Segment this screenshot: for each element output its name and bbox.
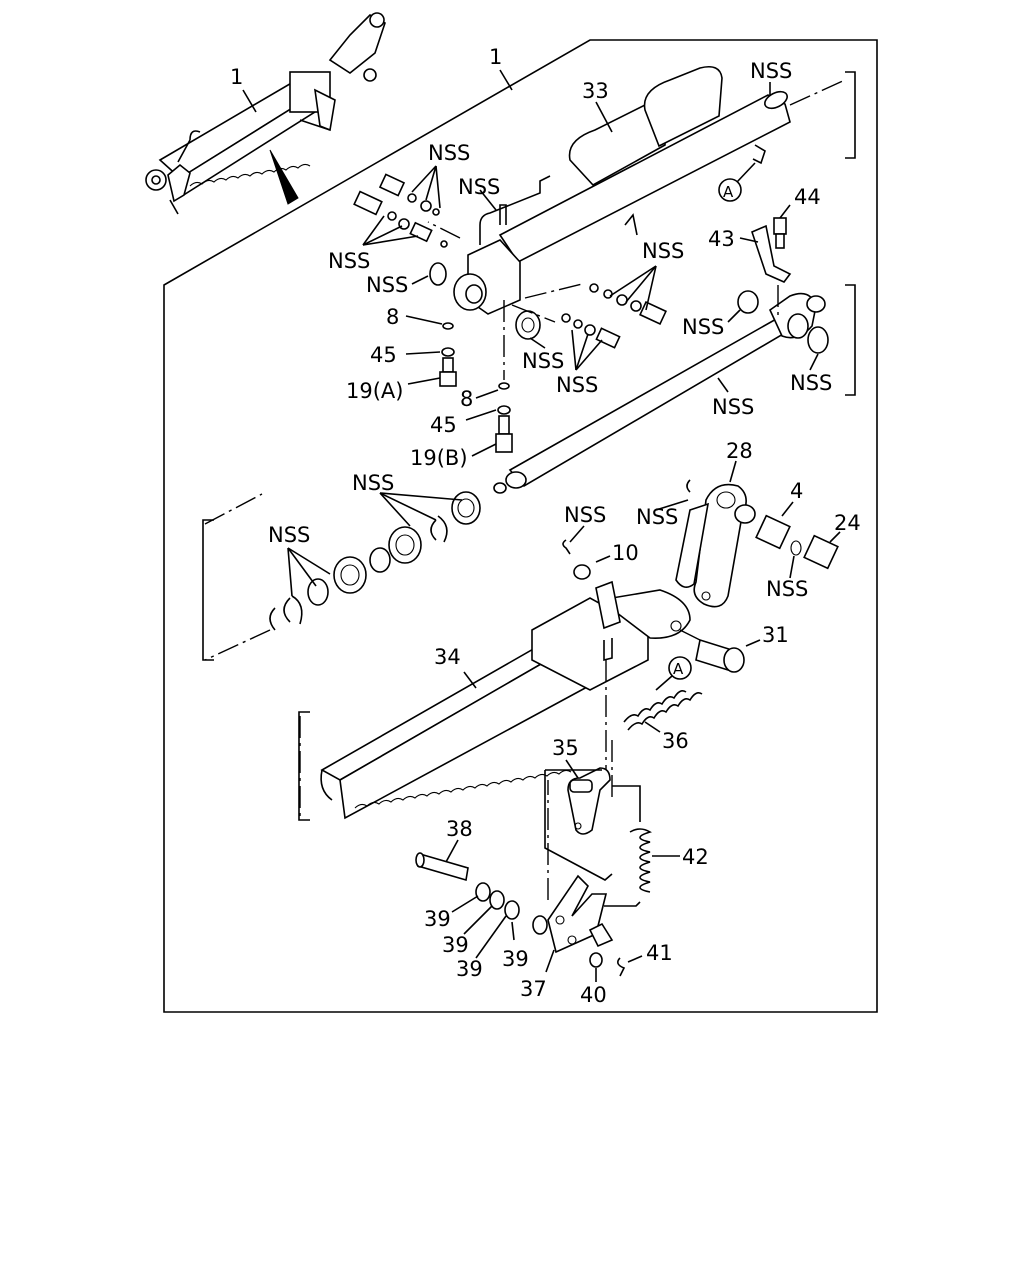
bracket-housing [427, 175, 551, 340]
label-34: 34 [434, 645, 461, 669]
label-28: 28 [726, 439, 753, 463]
label-10: 10 [612, 541, 639, 565]
spring-42 [612, 785, 652, 893]
label-nss-f: NSS [522, 349, 564, 373]
label-44: 44 [794, 185, 821, 209]
bushing-set [202, 491, 481, 661]
label-nss-c: NSS [328, 249, 370, 273]
label-nss-o: NSS [564, 503, 606, 527]
label-4: 4 [790, 479, 803, 503]
channel-frame-34 [298, 580, 691, 821]
bracket-43 [751, 217, 792, 318]
label-19b: 19(B) [410, 446, 468, 470]
label-36: 36 [662, 729, 689, 753]
label-37: 37 [520, 977, 547, 1001]
label-39-b: 39 [442, 933, 469, 957]
lever-28 [675, 479, 839, 608]
label-42: 42 [682, 845, 709, 869]
label-38: 38 [446, 817, 473, 841]
spring-36 [623, 690, 703, 731]
screw-set-left [353, 173, 448, 248]
label-nss-j: NSS [712, 395, 754, 419]
exploded-view-frame [163, 39, 878, 1013]
label-nss-i: NSS [790, 371, 832, 395]
label-8-upper: 8 [386, 305, 399, 329]
thumbnail-assembly [145, 12, 386, 215]
washers-39 [475, 882, 548, 935]
reference-callout-a [718, 162, 756, 202]
label-nss-h: NSS [682, 315, 724, 339]
pawl-assembly-37 [547, 780, 641, 968]
cover-part-33 [568, 65, 723, 187]
label-45-lower: 45 [430, 413, 457, 437]
label-1-thumbnail: 1 [230, 65, 243, 89]
label-nss-k: NSS [352, 471, 394, 495]
label-nss-top: NSS [750, 59, 792, 83]
lower-shaft [493, 284, 856, 494]
label-nss-g: NSS [556, 373, 598, 397]
label-nss-a: NSS [428, 141, 470, 165]
label-45-upper: 45 [370, 343, 397, 367]
label-8-lower: 8 [460, 387, 473, 411]
reference-callout-a-lower [655, 656, 692, 691]
bolt-19b [495, 300, 513, 453]
label-nss-n: NSS [766, 577, 808, 601]
label-35: 35 [552, 736, 579, 760]
label-33: 33 [582, 79, 609, 103]
latch-35 [544, 767, 613, 881]
label-nss-d: NSS [366, 273, 408, 297]
label-24: 24 [834, 511, 861, 535]
washer-10 [562, 539, 591, 580]
label-31: 31 [762, 623, 789, 647]
label-19a: 19(A) [346, 379, 403, 403]
pointer-wedge [269, 149, 299, 205]
label-41: 41 [646, 941, 673, 965]
label-nss-b: NSS [458, 175, 500, 199]
label-43: 43 [708, 227, 735, 251]
label-nss-e: NSS [642, 239, 684, 263]
label-1-frame: 1 [489, 45, 502, 69]
label-40: 40 [580, 983, 607, 1007]
pin-31 [679, 629, 745, 673]
upper-shaft [498, 71, 856, 264]
clip-41 [616, 957, 626, 977]
label-39-a: 39 [424, 907, 451, 931]
label-39-d: 39 [502, 947, 529, 971]
bolt-19a [439, 322, 457, 387]
nss-leaders [287, 165, 819, 597]
pin-38 [415, 852, 469, 882]
label-circle-a-lower: A [673, 660, 684, 678]
label-39-c: 39 [456, 957, 483, 981]
label-circle-a-top: A [723, 183, 734, 201]
label-nss-m: NSS [636, 505, 678, 529]
label-nss-l: NSS [268, 523, 310, 547]
